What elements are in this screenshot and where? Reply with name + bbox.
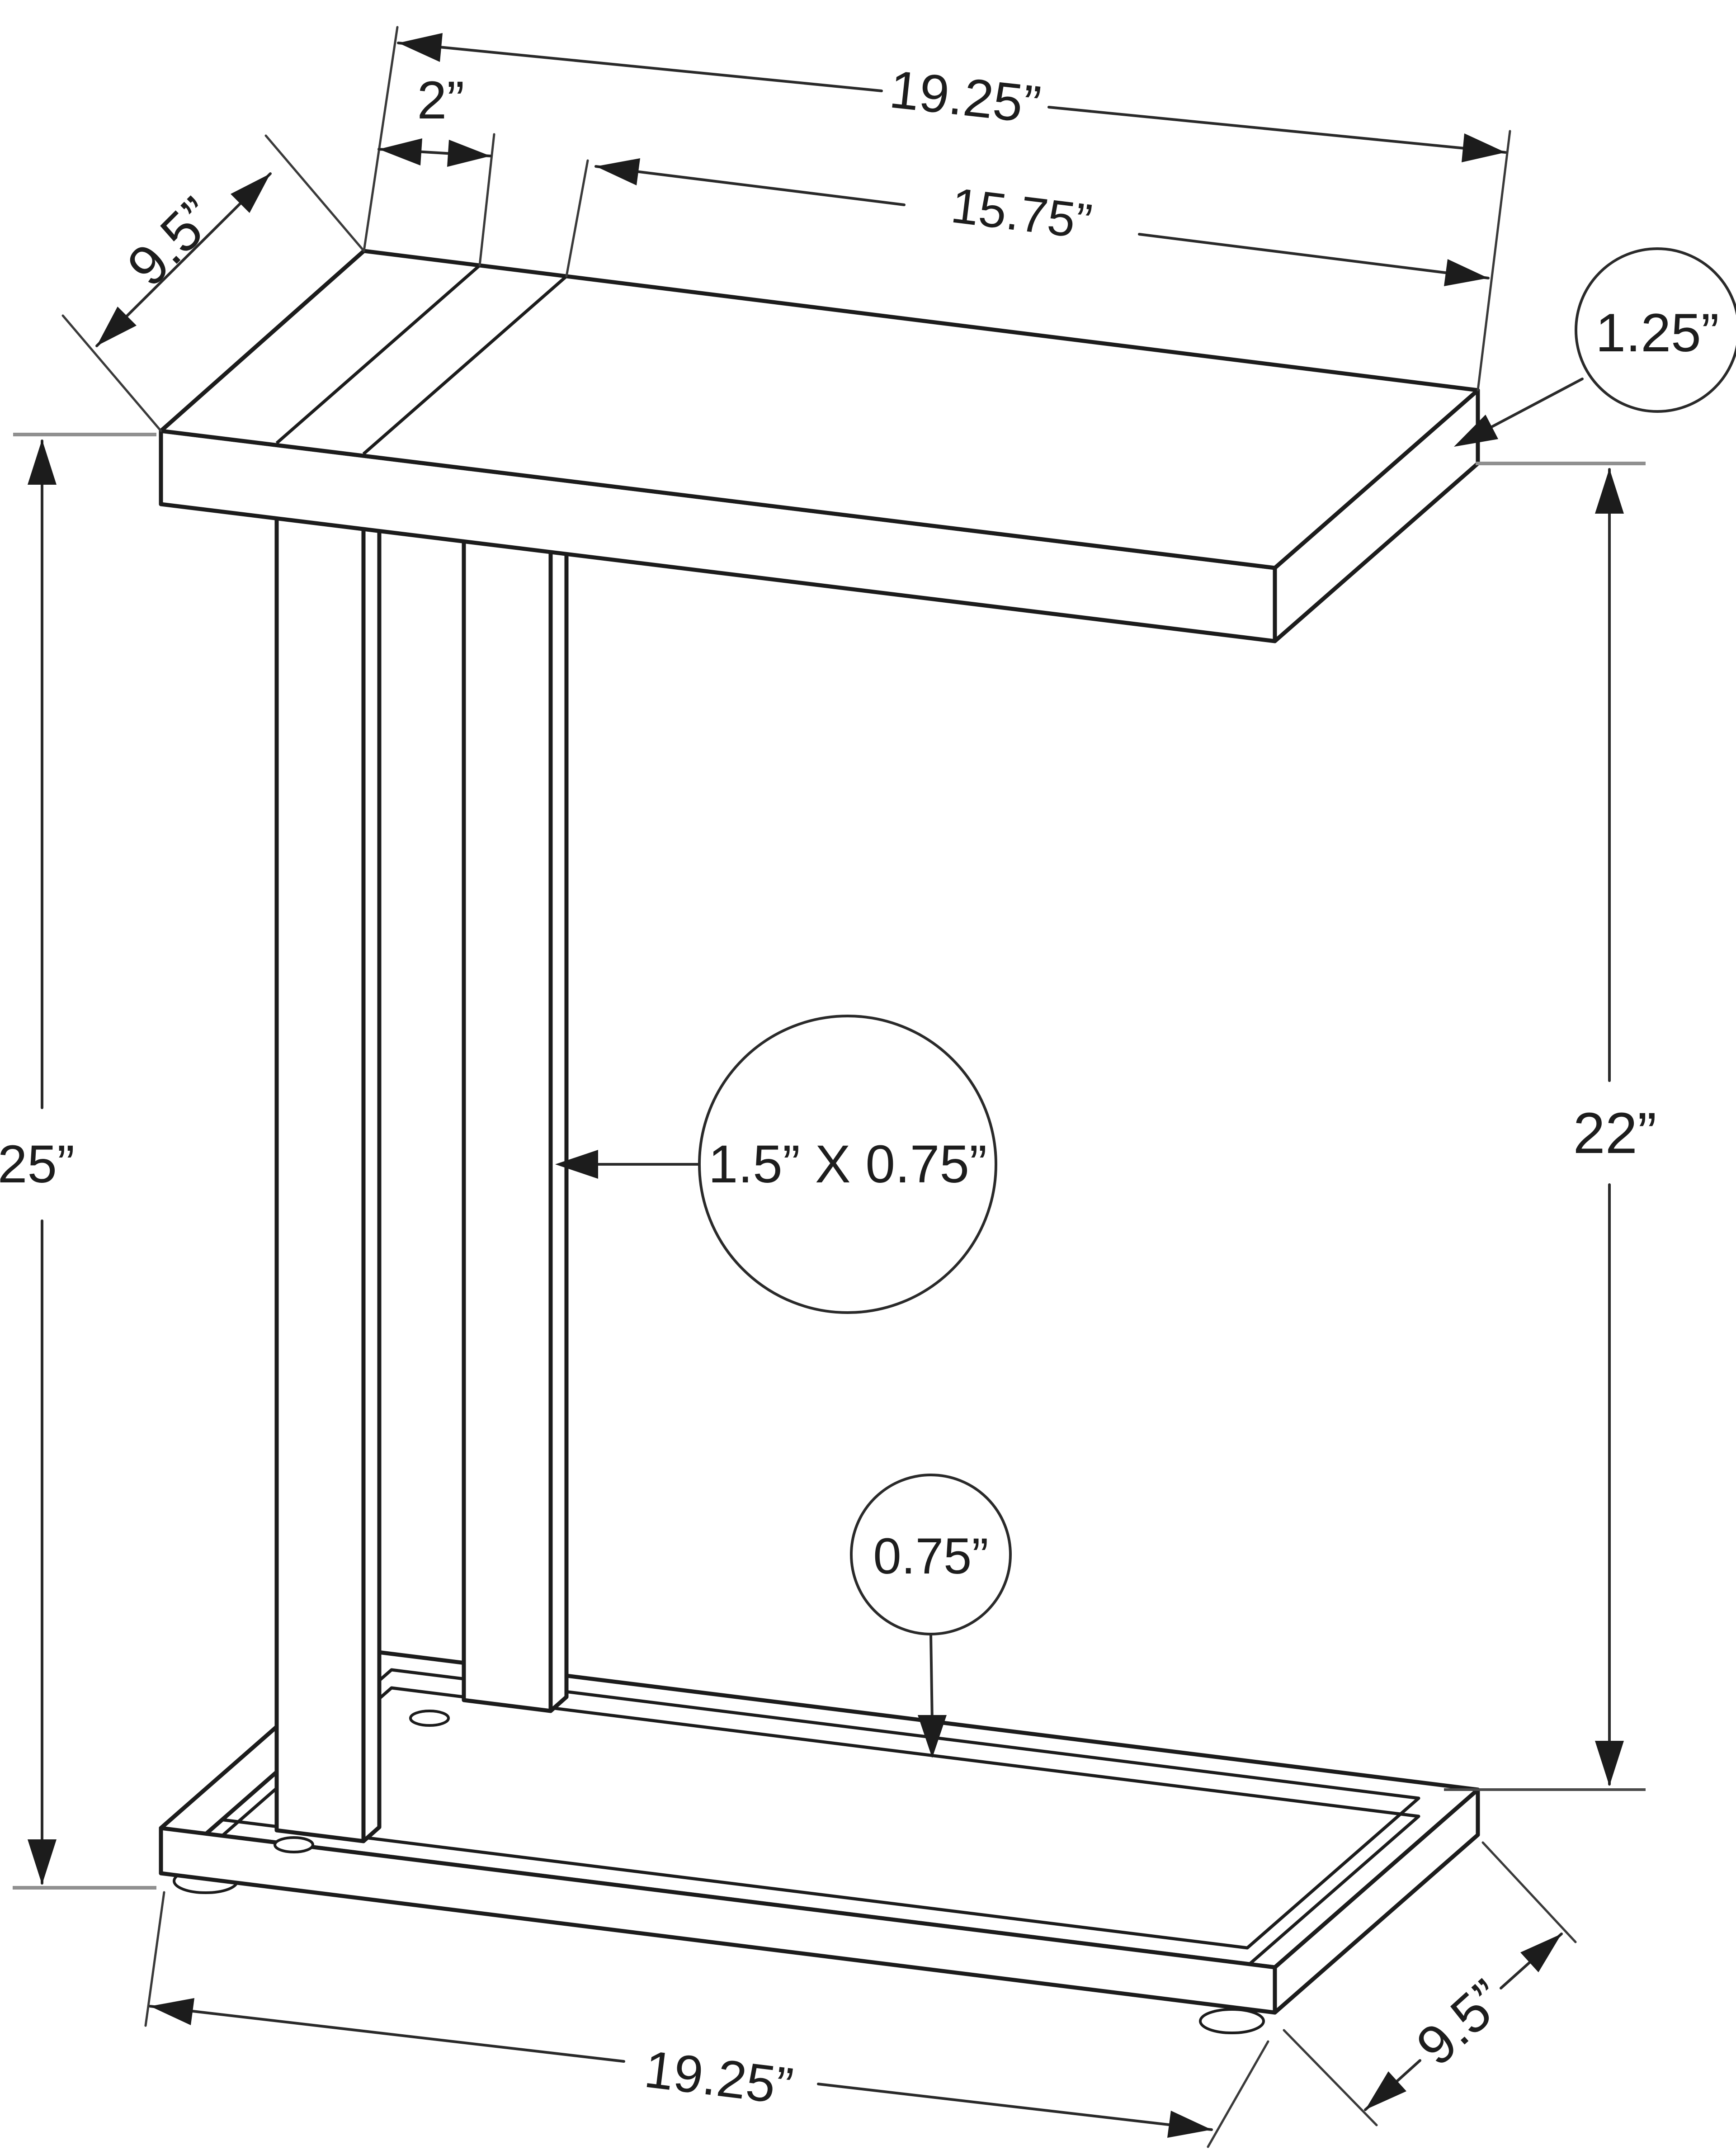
callout-leg-profile-label: 1.5” X 0.75” (708, 1134, 987, 1194)
arrowhead-clearance-down (1595, 1741, 1624, 1786)
tabletop-seam-line-1 (275, 264, 481, 444)
extension-lines (13, 26, 1646, 2148)
arrowheads (28, 33, 1624, 2138)
back-leg-side-face (548, 350, 569, 1713)
tabletop-top-face (159, 249, 1480, 570)
floor-glide-front-right (1199, 2008, 1265, 2034)
arrowhead-top-depth-back (231, 174, 270, 213)
arrowhead-top-depth-front (97, 307, 137, 346)
arrowhead-back-strip-right (447, 140, 491, 167)
dim-back-strip-label: 2” (417, 71, 465, 130)
dim-top-width-line-b (1047, 106, 1507, 154)
dim-top-width-label: 19.25” (887, 59, 1044, 135)
arrowhead-base-width-left (150, 1998, 194, 2025)
arrowhead-top-thickness-leader (1454, 415, 1498, 447)
arrowhead-top-width-left (398, 33, 443, 62)
back-leg-front-face (462, 353, 553, 1713)
arrowhead-back-strip-left (379, 138, 422, 165)
ext-line-seam-2 (565, 159, 589, 278)
arrowhead-overall-height-up (28, 439, 57, 485)
leader-top-thickness (1472, 378, 1584, 438)
arrowhead-base-depth-front (1365, 2071, 1406, 2110)
tabletop-assembly (159, 249, 1480, 643)
callout-circle-top-thickness (1575, 247, 1736, 413)
arrowhead-clear-span-left (596, 158, 640, 185)
arrowhead-leg-profile-leader (555, 1150, 598, 1179)
callout-top-thickness-label: 1.25” (1595, 302, 1719, 363)
tabletop-seam-line-2 (362, 275, 568, 455)
base-assembly (159, 1648, 1480, 2034)
ext-line-base-width-right (1207, 2040, 1269, 2148)
callout-base-thickness-label: 0.75” (873, 1528, 988, 1584)
dim-clearance-label: 22” (1573, 1101, 1657, 1166)
leader-base-thickness (929, 1633, 934, 1724)
ext-line-top-width-right (1477, 130, 1511, 392)
arrowhead-base-thickness-leader (918, 1715, 947, 1758)
arrowhead-clearance-up (1595, 468, 1624, 514)
leg-assembly (274, 350, 569, 1853)
arrowhead-base-depth-back (1520, 1934, 1561, 1972)
front-leg-foot-pad (274, 1836, 314, 1853)
base-right-band (1273, 1787, 1480, 2015)
dim-clear-span-label: 15.75” (948, 177, 1095, 250)
arrowhead-base-width-right (1167, 2111, 1212, 2138)
dim-base-width-line-b (817, 2083, 1213, 2131)
dim-base-depth-label: 9.5” (1405, 1968, 1516, 2077)
arrowhead-overall-height-down (28, 1839, 57, 1885)
dim-overall-height-label: 25” (0, 1134, 75, 1194)
ext-line-top-depth-back (264, 134, 365, 252)
ext-line-top-depth-front (61, 314, 162, 432)
front-leg-front-face (274, 516, 366, 1843)
ext-line-base-width-left (144, 1891, 165, 2027)
dim-top-width-line-a (397, 42, 883, 92)
back-leg-foot-pad (409, 1710, 450, 1727)
callouts (591, 247, 1736, 1724)
front-leg-side-face (361, 513, 382, 1843)
dim-base-width-label: 19.25” (642, 2039, 796, 2116)
ext-line-base-depth-back (1481, 1841, 1577, 1943)
ext-line-base-depth-front (1283, 2029, 1378, 2126)
dim-base-width-line-a (149, 2005, 625, 2063)
arrowhead-clear-span-right (1444, 259, 1488, 286)
dim-clear-span-line-a (594, 165, 906, 206)
dim-clear-span-line-b (1138, 233, 1490, 279)
dim-top-depth-label: 9.5” (116, 186, 228, 298)
ext-line-top-width-left (363, 26, 399, 252)
arrowhead-top-width-right (1462, 133, 1505, 162)
